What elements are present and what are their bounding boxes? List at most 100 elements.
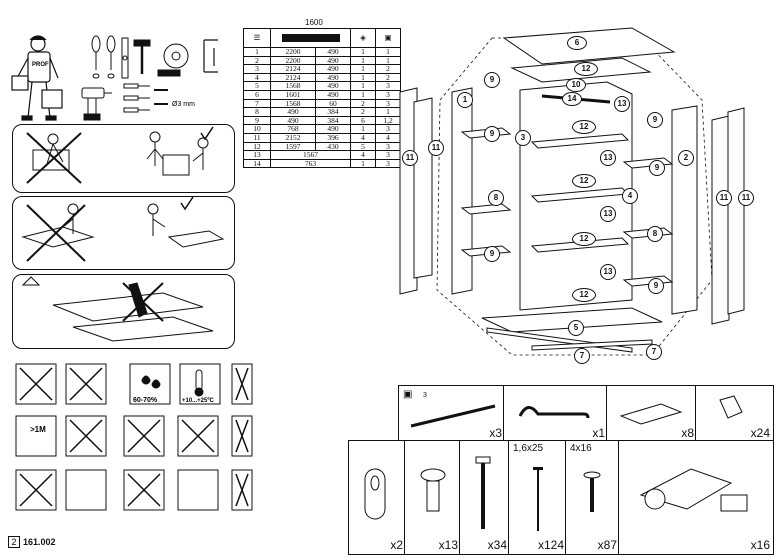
foot-cap-qty: x24: [750, 426, 770, 440]
nail-cell: 1,6x25 x124: [508, 440, 568, 555]
rail-clip-cell: x8: [606, 385, 698, 443]
table-cell: 4: [350, 132, 376, 143]
table-cell: 396: [315, 132, 351, 143]
table-cell: 1: [350, 47, 376, 57]
callout-11-right: 11: [716, 190, 732, 206]
floor-caution-panel: [12, 274, 235, 349]
callout-11-left: 11: [428, 140, 444, 156]
document-code: 161.002: [23, 537, 56, 547]
callout-11-far-right: 11: [738, 190, 754, 206]
callout-11-far-left: 11: [402, 150, 418, 166]
callout-9-f: 9: [648, 278, 664, 294]
table-cell: 2: [350, 107, 376, 117]
table-cell: 1: [350, 158, 376, 169]
callout-9-c: 9: [647, 112, 663, 128]
table-cell: 1567: [270, 150, 351, 160]
dropping-warning-panel: [12, 196, 235, 270]
drill-icon: [81, 87, 112, 121]
table-cell: 2124: [270, 64, 316, 74]
page-number: 2: [8, 536, 20, 548]
table-cell: 1: [350, 89, 376, 100]
nail-spec: 1,6x25: [513, 443, 544, 454]
assembly-diagram: 6 12 10 14 9 1 9 11 11 3 12 13 9 2 13 9 …: [392, 10, 772, 375]
box-icon: ▣: [375, 28, 401, 48]
table-cell: 13: [243, 150, 271, 160]
callout-12-d: 12: [572, 288, 596, 302]
floor-illustration: [21, 276, 214, 342]
condition-pictograms: 60-70% +10...+25ºC >1M: [15, 363, 253, 511]
wood-screw-qty: x87: [597, 538, 617, 552]
screwdriver-icon: [91, 35, 116, 79]
nail-icon: [533, 467, 543, 531]
callout-4: 4: [622, 188, 638, 204]
callout-12-b: 12: [572, 174, 596, 188]
callout-8-b: 8: [647, 226, 663, 242]
box-count: 3: [423, 392, 427, 399]
table-cell: 14: [243, 158, 271, 169]
table-cell: 1: [243, 47, 271, 57]
callout-13-a: 13: [614, 96, 630, 112]
cam-lock-qty: x13: [438, 538, 458, 552]
hanger-bracket-qty: x2: [390, 538, 403, 552]
ruler-icon: [270, 28, 351, 48]
drill-bits-icon: [123, 83, 168, 113]
confirmat-screw-cell: x34: [459, 440, 511, 555]
callout-14: 14: [562, 92, 582, 106]
cam-lock-cell: x13: [404, 440, 462, 555]
hex-key-cell: x1: [503, 385, 609, 443]
table-cell: 384: [315, 107, 351, 117]
wardrobe-exploded-view: [399, 27, 745, 356]
dropping-illustration: [21, 197, 225, 262]
lifting-warning-panel: [12, 124, 235, 193]
callout-7-a: 7: [574, 348, 590, 364]
callout-5: 5: [568, 320, 584, 336]
wood-screw-icon: [583, 471, 601, 512]
table-cell: 490: [315, 47, 351, 57]
drill-size: Ø3 mm: [172, 101, 195, 108]
table-cell: 4: [350, 150, 376, 160]
distance-icon: [15, 415, 57, 457]
table-cell: 490: [315, 89, 351, 100]
list-icon: ☰: [243, 28, 271, 48]
hammer-icon: [133, 39, 151, 74]
callout-9-a: 9: [484, 72, 500, 88]
callout-8-a: 8: [488, 190, 504, 206]
table-cell: 2200: [270, 47, 316, 57]
tape-measure-icon: [157, 43, 189, 77]
table-cell: 490: [315, 64, 351, 74]
hardware-grid: ▣ 3 x3 x1 x8 x24 x2 x13 x34 1,6x25 x124 …: [348, 385, 774, 555]
hex-key-icon: [518, 406, 590, 419]
width-label: 1600: [305, 18, 323, 27]
hinge-cell: x16: [618, 440, 774, 555]
level-icon: [121, 37, 129, 79]
table-cell: 3: [243, 64, 271, 74]
callout-10: 10: [566, 78, 586, 92]
tv-icon: [177, 469, 219, 511]
foot-cap-cell: x24: [695, 385, 774, 443]
lifting-illustration: [26, 126, 214, 184]
hanger-bracket-icon: [364, 468, 386, 520]
tools-area: PROF: [8, 30, 228, 125]
callout-2: 2: [678, 150, 694, 166]
wood-screw-cell: 4x16 x87: [565, 440, 621, 555]
table-cell: 430: [315, 141, 351, 152]
callout-7-b: 7: [646, 344, 662, 360]
hinge-qty: x16: [750, 538, 770, 552]
hanger-bracket-cell: x2: [348, 440, 407, 555]
layers-icon: ◈: [350, 28, 376, 48]
hinge-icon: [639, 468, 748, 512]
foot-cap-icon: [719, 395, 743, 419]
humidity-value: 60-70%: [133, 397, 158, 404]
